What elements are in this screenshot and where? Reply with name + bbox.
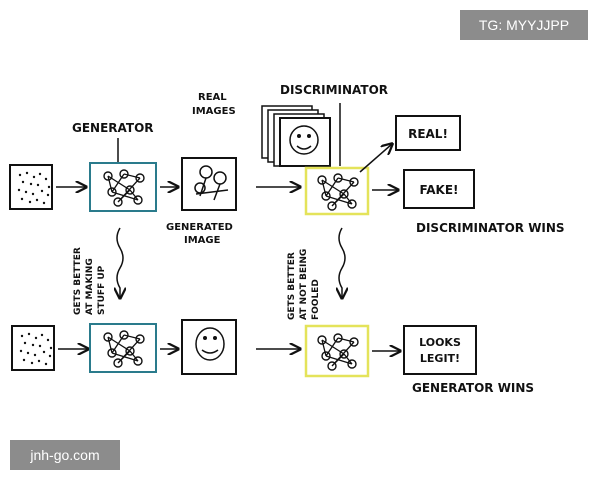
looks-legit-label-line1: LOOKS [419, 336, 461, 349]
arrow-to-real [359, 144, 392, 173]
svg-text:GETS BETTER: GETS BETTER [73, 247, 83, 315]
looks-legit-box: LOOKS LEGIT! [403, 325, 477, 375]
svg-text:STUFF UP: STUFF UP [97, 265, 107, 315]
noise-input-top [9, 164, 53, 210]
svg-text:AT MAKING: AT MAKING [85, 258, 95, 315]
watermark-badge-top: TG: MYYJJPP [460, 10, 588, 40]
svg-text:GETS BETTER: GETS BETTER [287, 252, 297, 320]
discriminator-box-bottom [304, 324, 370, 378]
discriminator-wins-label: DISCRIMINATOR WINS [416, 221, 565, 235]
noise-input-bottom [11, 325, 55, 371]
watermark-text-bottom: jnh-go.com [30, 447, 100, 463]
generated-image-bottom [181, 319, 237, 375]
fake-output-label: FAKE! [419, 183, 458, 197]
svg-text:AT NOT BEING: AT NOT BEING [299, 249, 309, 320]
real-images-label-line2: IMAGES [192, 106, 236, 117]
looks-legit-label-line2: LEGIT! [420, 352, 460, 365]
discriminator-improves-label: GETS BETTER AT NOT BEING FOOLED [287, 249, 321, 320]
generated-image-top [181, 157, 237, 211]
real-output-box: REAL! [395, 115, 461, 151]
discriminator-improves-arrow [339, 227, 345, 298]
real-output-label: REAL! [408, 127, 448, 141]
generator-wins-label: GENERATOR WINS [412, 381, 534, 395]
fake-output-box: FAKE! [403, 169, 475, 209]
real-images-label-line1: REAL [198, 92, 227, 103]
watermark-badge-bottom: jnh-go.com [10, 440, 120, 470]
discriminator-box-top [304, 166, 370, 216]
real-images-stack [261, 105, 331, 167]
generated-image-label-line1: GENERATED [166, 222, 233, 233]
generator-box-top [89, 138, 157, 212]
generator-label: GENERATOR [72, 121, 154, 135]
discriminator-label: DISCRIMINATOR [280, 83, 388, 97]
generator-improves-arrow [117, 227, 123, 298]
watermark-text-top: TG: MYYJJPP [478, 17, 570, 33]
generator-improves-label: GETS BETTER AT MAKING STUFF UP [73, 247, 107, 315]
generator-box-bottom [89, 323, 157, 373]
svg-text:FOOLED: FOOLED [311, 279, 321, 320]
generated-image-label-line2: IMAGE [184, 235, 221, 246]
